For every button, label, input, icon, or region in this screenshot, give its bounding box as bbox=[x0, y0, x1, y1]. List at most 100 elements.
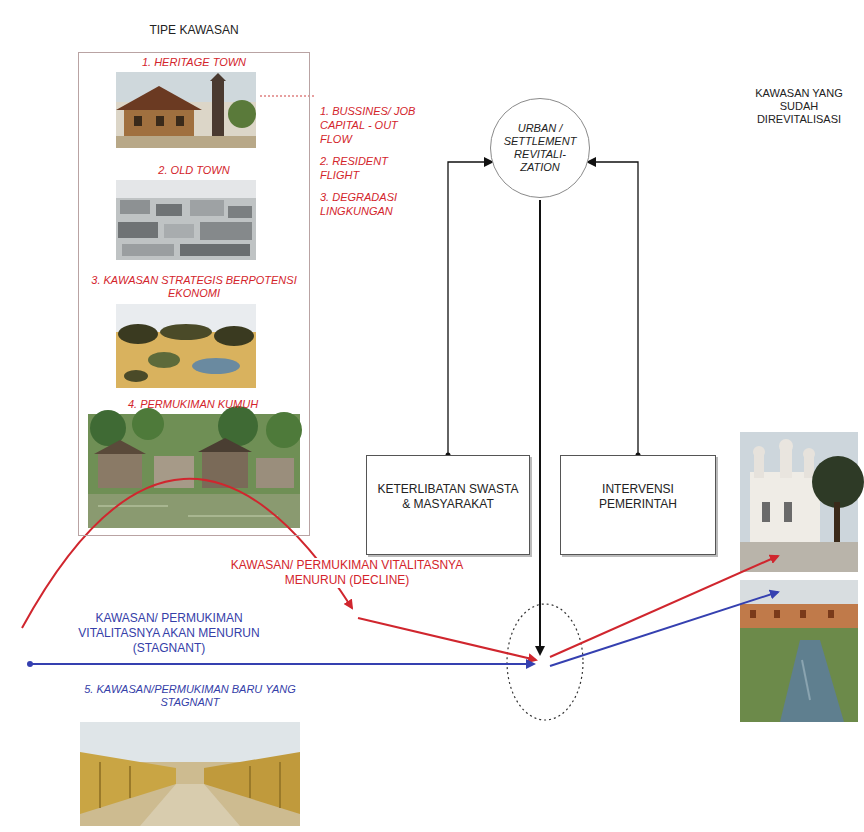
heritage-photo bbox=[124, 108, 194, 138]
photo-caption: KAWASAN YANG SUDAH DIREVITALISASI bbox=[740, 86, 858, 126]
stagnant-area-photo bbox=[80, 722, 300, 826]
process-box: KETERLIBATAN SWASTA & MASYARAKAT bbox=[366, 455, 530, 555]
heritage-photo bbox=[116, 72, 256, 148]
strategic-area-photo bbox=[192, 358, 240, 374]
revitalized-photo bbox=[828, 610, 834, 618]
slum-photo bbox=[98, 452, 142, 488]
slum-photo bbox=[256, 458, 294, 488]
revitalized-photo bbox=[812, 456, 864, 508]
slum-photo bbox=[132, 408, 164, 440]
photo-panel: 5. KAWASAN/PERMUKIMAN BARU YANG STAGNANT bbox=[80, 682, 300, 826]
old-town-photo bbox=[116, 180, 256, 260]
old-town-photo bbox=[122, 244, 174, 256]
heritage-photo bbox=[176, 116, 184, 126]
stagnant-area-photo bbox=[140, 784, 240, 826]
old-town-photo bbox=[164, 224, 194, 238]
old-town-photo bbox=[190, 200, 224, 216]
photo-panel: KAWASAN YANG SUDAH DIREVITALISASI bbox=[740, 86, 858, 722]
stagnant-arrow bbox=[550, 592, 778, 666]
heritage-photo bbox=[210, 73, 226, 81]
slum-photo bbox=[202, 450, 248, 488]
photo-caption: 4. PERMUKIMAN KUMUH bbox=[85, 397, 301, 411]
revitalized-photo bbox=[740, 542, 858, 572]
heritage-photo bbox=[116, 86, 202, 110]
connector-arrow bbox=[448, 162, 492, 455]
effect-note: 1. BUSSINES/ JOB CAPITAL - OUT FLOW bbox=[320, 104, 428, 146]
revitalized-photo bbox=[800, 610, 806, 618]
slum-photo bbox=[94, 440, 146, 454]
revitalized-photo bbox=[753, 446, 765, 458]
old-town-photo bbox=[118, 222, 158, 238]
revitalized-photo bbox=[762, 502, 770, 522]
revitalized-photo bbox=[740, 604, 858, 628]
region-heading: TIPE KAWASAN bbox=[79, 23, 309, 37]
stagnant-area-photo bbox=[80, 722, 300, 762]
stagnant-area-photo bbox=[129, 766, 131, 798]
stagnant-area-photo bbox=[80, 722, 300, 826]
region-box: TIPE KAWASAN1. HERITAGE TOWN2. OLD TOWN3… bbox=[78, 52, 310, 536]
process-circle: URBAN / SETTLEMENT REVITALI- ZATION bbox=[490, 98, 590, 198]
strategic-area-photo bbox=[214, 326, 254, 346]
revitalized-photo bbox=[750, 610, 756, 618]
circle-label: URBAN / SETTLEMENT REVITALI- ZATION bbox=[503, 122, 577, 174]
strategic-area-photo bbox=[148, 352, 180, 368]
photo-caption: 2. OLD TOWN bbox=[99, 163, 289, 177]
old-town-photo bbox=[228, 206, 252, 218]
photo-caption: 1. HERITAGE TOWN bbox=[99, 55, 289, 69]
effect-note: 2. RESIDENT FLIGHT bbox=[320, 154, 428, 182]
slum-photo bbox=[188, 515, 278, 517]
revitalized-photo bbox=[784, 502, 792, 522]
merge-ellipse bbox=[507, 604, 583, 720]
effect-note: 3. DEGRADASI LINGKUNGAN bbox=[320, 190, 428, 218]
revitalized-photo bbox=[740, 580, 858, 722]
revitalized-photo bbox=[802, 660, 810, 700]
old-town-photo bbox=[116, 180, 256, 260]
stagnant-area-photo bbox=[249, 766, 251, 798]
revitalized-photo bbox=[774, 610, 780, 618]
stagnant-area-photo bbox=[99, 762, 101, 808]
revitalized-photo bbox=[750, 472, 820, 542]
photo-panel: 3. KAWASAN STRATEGIS BERPOTENSI EKONOMI bbox=[89, 273, 299, 391]
box-label: KETERLIBATAN SWASTA & MASYARAKAT bbox=[375, 482, 521, 512]
heritage-photo bbox=[156, 116, 164, 126]
old-town-photo bbox=[156, 204, 182, 216]
process-box: INTERVENSI PEMERINTAH bbox=[560, 455, 716, 555]
revitalized-photo bbox=[779, 439, 793, 453]
heritage-photo bbox=[116, 136, 256, 148]
photo-caption: 3. KAWASAN STRATEGIS BERPOTENSI EKONOMI bbox=[89, 273, 299, 300]
photo-caption: 5. KAWASAN/PERMUKIMAN BARU YANG STAGNANT bbox=[80, 682, 300, 709]
revitalized-photo bbox=[740, 432, 864, 572]
strategic-area-photo bbox=[118, 324, 158, 344]
slum-photo bbox=[266, 412, 302, 448]
heritage-photo bbox=[116, 72, 256, 102]
heritage-photo bbox=[116, 72, 256, 148]
old-town-photo bbox=[200, 222, 252, 240]
heritage-photo bbox=[212, 80, 224, 140]
revitalization-arrow bbox=[539, 200, 541, 654]
heritage-photo bbox=[228, 100, 256, 128]
slum-photo bbox=[198, 438, 252, 452]
flow-label: KAWASAN/ PERMUKIMAN VITALITASNYA MENURUN… bbox=[225, 558, 469, 588]
old-town-photo bbox=[120, 200, 150, 214]
revitalized-photo bbox=[834, 502, 840, 542]
slum-photo bbox=[98, 505, 168, 507]
stagnant-arrow bbox=[30, 663, 534, 665]
slum-photo bbox=[88, 406, 302, 528]
flow-label: KAWASAN/ PERMUKIMAN VITALITASNYA AKAN ME… bbox=[62, 611, 276, 656]
photo-panel: 2. OLD TOWN bbox=[99, 163, 289, 263]
box-label: INTERVENSI PEMERINTAH bbox=[569, 482, 707, 512]
old-town-photo bbox=[180, 244, 250, 256]
old-town-photo bbox=[116, 180, 256, 198]
decline-arc bbox=[22, 479, 352, 628]
decline-arrow bbox=[358, 618, 536, 660]
strategic-area-photo bbox=[116, 304, 256, 388]
strategic-area-photo bbox=[124, 370, 148, 382]
revitalized-photo bbox=[740, 580, 858, 722]
revitalized-photo bbox=[803, 448, 815, 460]
heritage-photo bbox=[134, 116, 142, 126]
connector-arrow bbox=[588, 162, 638, 455]
strategic-area-photo bbox=[116, 304, 256, 388]
